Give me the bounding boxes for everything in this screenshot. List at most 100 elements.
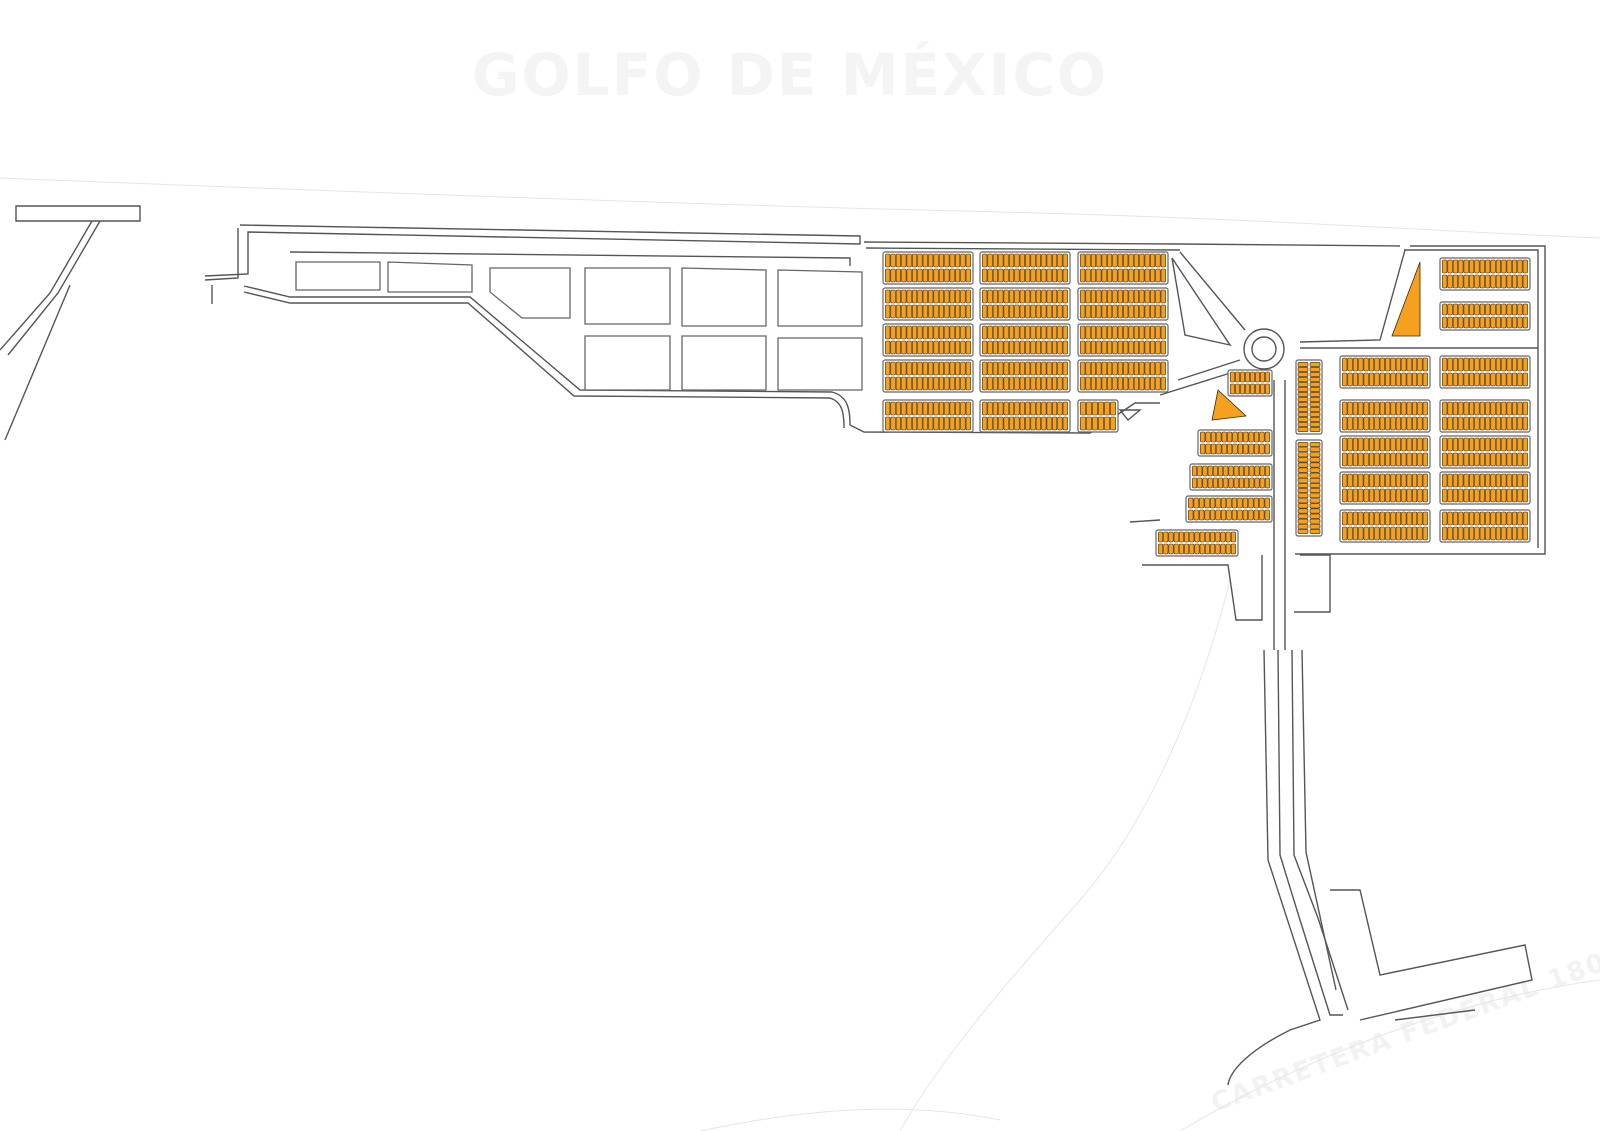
lot (1485, 274, 1491, 289)
lot (1051, 304, 1058, 319)
lot (1297, 457, 1309, 463)
lot (1452, 316, 1459, 329)
lot (1237, 431, 1243, 443)
lot (1092, 401, 1098, 416)
lot (987, 340, 993, 355)
lot (1096, 361, 1102, 376)
lot (1309, 382, 1321, 387)
lot (1215, 497, 1221, 509)
lot (1297, 513, 1309, 519)
lot (1485, 452, 1491, 467)
lot (1411, 357, 1418, 372)
lot (1204, 531, 1210, 543)
lot (1309, 488, 1321, 494)
lot (1155, 268, 1161, 283)
lot (1096, 253, 1102, 268)
lot (1030, 268, 1036, 283)
lot (1374, 372, 1380, 387)
lot (1110, 416, 1116, 431)
lot (1110, 401, 1116, 416)
lot (895, 325, 902, 340)
lot (1447, 452, 1453, 467)
lot (1447, 357, 1453, 372)
lot (1485, 401, 1491, 416)
lot (1374, 488, 1380, 503)
lot (1495, 357, 1502, 372)
lot (1019, 289, 1025, 304)
lot (1149, 253, 1156, 268)
lot (1495, 316, 1502, 329)
lot (1406, 437, 1412, 452)
lot (1144, 289, 1150, 304)
lot (906, 340, 912, 355)
lot (1447, 473, 1453, 488)
lot (1238, 465, 1244, 477)
lot (1173, 531, 1179, 543)
lot (1517, 401, 1523, 416)
lot (1368, 511, 1375, 526)
lot (1297, 377, 1309, 382)
lot (1112, 289, 1118, 304)
lot (1485, 259, 1491, 274)
lot (1442, 416, 1448, 431)
lot (1517, 416, 1523, 431)
lot (998, 416, 1004, 431)
lot (1447, 259, 1453, 274)
lot (885, 340, 891, 355)
lot (1442, 488, 1448, 503)
lot (1422, 401, 1428, 416)
lot (1352, 357, 1359, 372)
lot (1468, 511, 1475, 526)
lot (1379, 372, 1385, 387)
lot (954, 289, 961, 304)
lot (1051, 253, 1058, 268)
lot (1485, 303, 1491, 316)
lot (1406, 372, 1412, 387)
lot (890, 304, 896, 319)
lot (1374, 416, 1380, 431)
lot (1144, 376, 1150, 391)
lot (949, 401, 955, 416)
lot (1265, 371, 1270, 383)
lot (1309, 508, 1321, 514)
lot (1442, 473, 1448, 488)
lot (1014, 376, 1020, 391)
lot (1192, 477, 1198, 489)
lot (1395, 526, 1402, 541)
lot (1411, 473, 1418, 488)
lot (1342, 526, 1348, 541)
lot (1019, 268, 1025, 283)
lot (911, 416, 918, 431)
lot (1517, 511, 1523, 526)
lot (1517, 452, 1523, 467)
lot (1511, 452, 1518, 467)
lot (1506, 488, 1512, 503)
lot (1463, 303, 1469, 316)
lot (1260, 383, 1265, 395)
lot (954, 253, 961, 268)
lot (1347, 511, 1353, 526)
lot (949, 340, 955, 355)
lot (1188, 509, 1194, 521)
lot (1352, 488, 1359, 503)
lot (1411, 437, 1418, 452)
lot (960, 361, 966, 376)
lot (1390, 372, 1396, 387)
lot (982, 253, 988, 268)
lot (1248, 443, 1254, 455)
lot (1080, 253, 1086, 268)
lot (1401, 526, 1407, 541)
lot (1422, 416, 1428, 431)
lot (1194, 543, 1200, 555)
lot (1522, 316, 1528, 329)
lot (1458, 357, 1464, 372)
lot (1452, 401, 1459, 416)
lot (1080, 416, 1086, 431)
lot (1062, 401, 1068, 416)
lot (1452, 473, 1459, 488)
lot (1297, 387, 1309, 392)
lot (1442, 357, 1448, 372)
lot (1352, 416, 1359, 431)
lot (944, 268, 950, 283)
lot (1297, 412, 1309, 417)
